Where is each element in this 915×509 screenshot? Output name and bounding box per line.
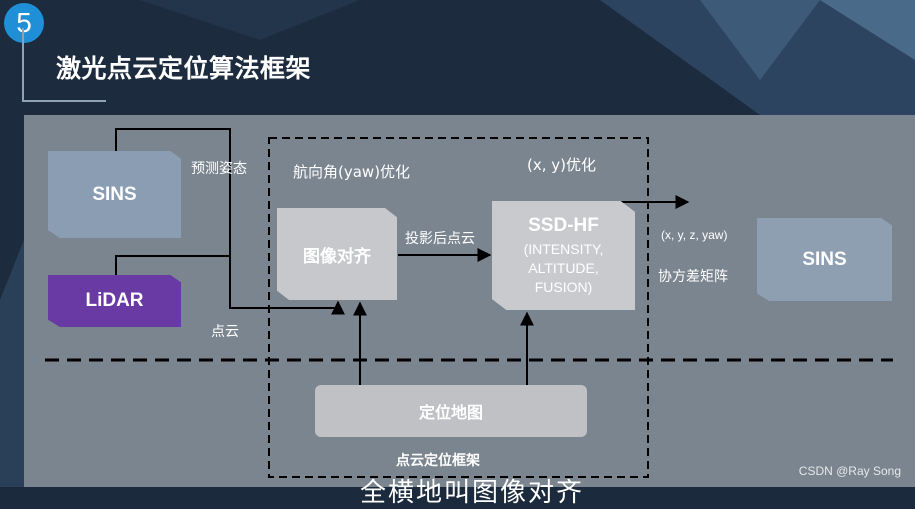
lidar-to-align-line xyxy=(115,255,230,275)
image-align-node: 图像对齐 xyxy=(277,208,397,300)
sins-input-node: SINS xyxy=(48,151,181,238)
point-cloud-label: 点云 xyxy=(211,324,239,340)
predicted-attitude-label: 预测姿态 xyxy=(191,161,247,177)
slide-title: 激光点云定位算法框架 xyxy=(56,54,312,83)
location-map-node: 定位地图 xyxy=(315,385,587,437)
xy-optimization-label: (x, y)优化 xyxy=(527,156,596,174)
output-vector-label: (x, y, z, yaw) xyxy=(661,228,728,242)
sins-to-align-arrow xyxy=(115,128,345,315)
ssd-hf-detail-1: (INTENSITY, xyxy=(523,240,604,257)
sins-output-node: SINS xyxy=(757,218,892,301)
video-subtitle: 全横地叫图像对齐 xyxy=(360,478,585,508)
watermark: CSDN @Ray Song xyxy=(798,464,901,478)
lidar-input-node: LiDAR xyxy=(48,275,181,327)
ssd-hf-title: SSD-HF xyxy=(528,214,599,236)
slide-number-badge: 5 xyxy=(4,3,44,43)
ssd-hf-node: SSD-HF (INTENSITY, ALTITUDE, FUSION) xyxy=(492,201,635,310)
projected-cloud-label: 投影后点云 xyxy=(405,231,475,247)
yaw-optimization-label: 航向角(yaw)优化 xyxy=(293,163,411,181)
ssd-hf-detail-2: ALTITUDE, xyxy=(528,259,599,276)
covariance-label: 协方差矩阵 xyxy=(658,269,728,285)
ssd-hf-detail-3: FUSION) xyxy=(534,278,593,295)
title-bracket xyxy=(22,28,106,102)
frame-caption: 点云定位框架 xyxy=(396,453,480,469)
